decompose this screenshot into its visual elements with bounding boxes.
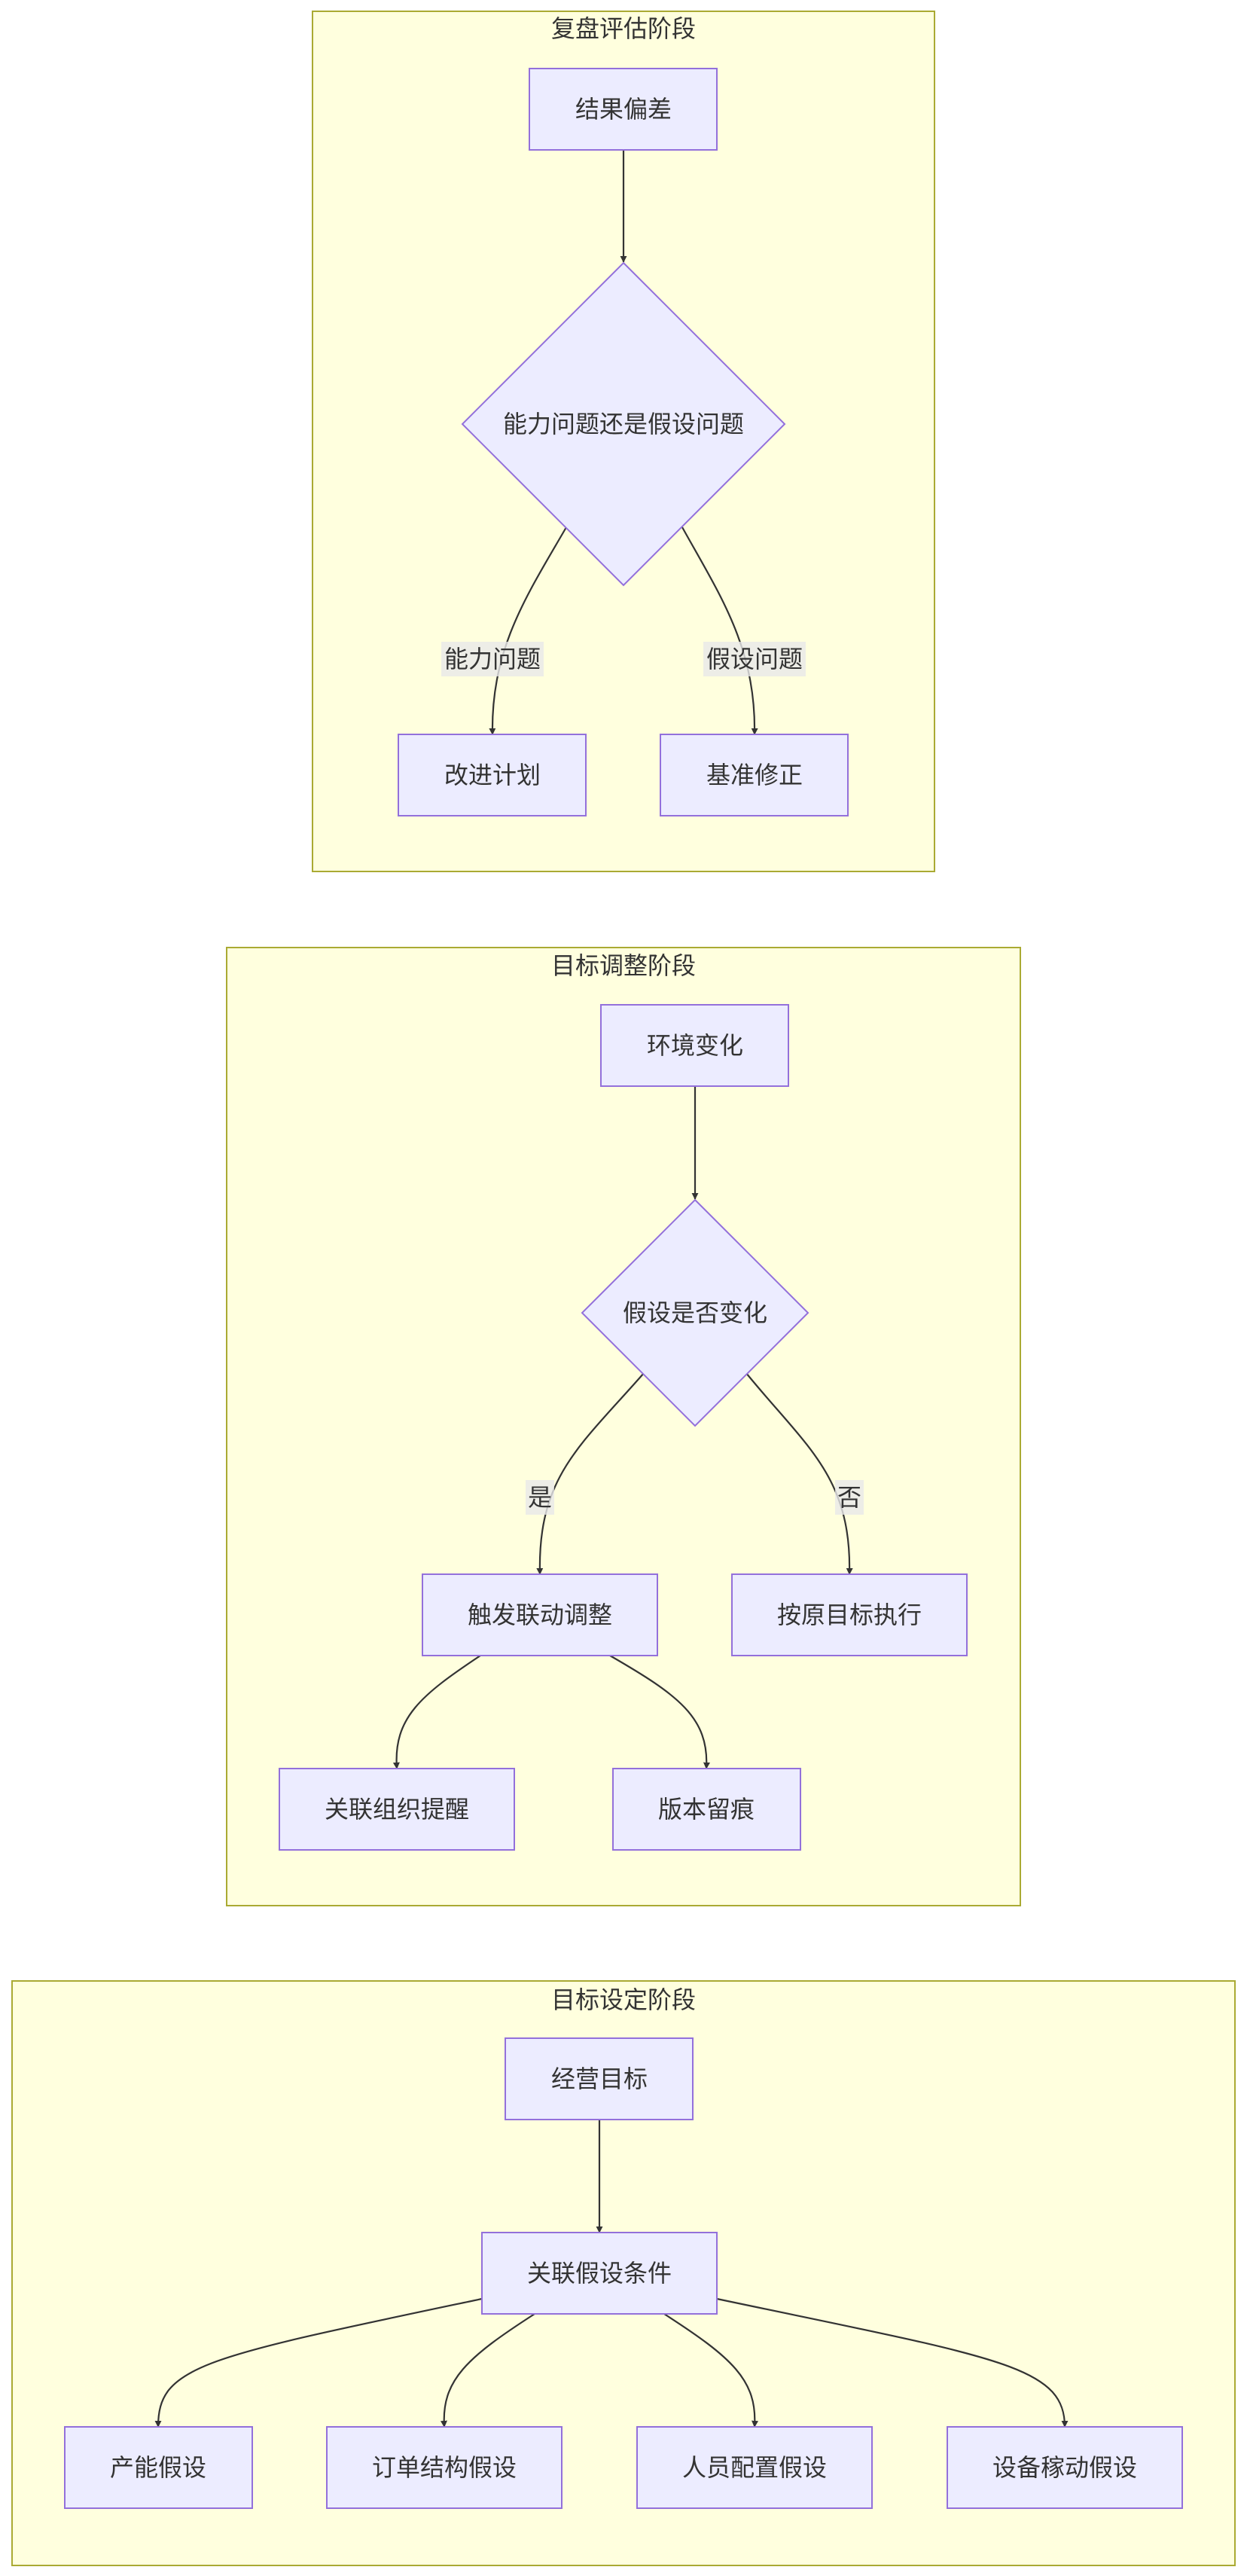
node-equipment-assumption: 设备稼动假设 [947, 2426, 1183, 2509]
edge-labels: 能力问题 假设问题 是 否 [441, 642, 864, 1515]
edge-trigger-to-notify [392, 1655, 481, 1769]
node-staffing-assumption: 人员配置假设 [636, 2426, 873, 2509]
node-baseline-correction: 基准修正 [660, 734, 849, 816]
node-label: 经营目标 [551, 2065, 648, 2093]
node-label: 产能假设 [110, 2453, 206, 2482]
node-label: 关联假设条件 [527, 2259, 672, 2288]
node-label: 触发联动调整 [468, 1601, 612, 1629]
node-improvement-plan: 改进计划 [398, 734, 587, 816]
cluster-review-title: 复盘评估阶段 [551, 14, 696, 43]
node-notify-related: 关联组织提醒 [279, 1768, 515, 1851]
node-label: 版本留痕 [658, 1795, 755, 1824]
node-capacity-assumption: 产能假设 [64, 2426, 253, 2509]
edge-decision-to-improvement [489, 526, 567, 735]
node-business-goal: 经营目标 [505, 2037, 694, 2120]
node-version-trace: 版本留痕 [612, 1768, 801, 1851]
node-label: 订单结构假设 [372, 2453, 517, 2482]
edge-label-no: 否 [837, 1483, 861, 1512]
edge-label-assumption-problem: 假设问题 [706, 645, 803, 673]
node-label: 关联组织提醒 [325, 1795, 469, 1824]
node-label: 按原目标执行 [777, 1601, 922, 1629]
edge-assumptions-to-staffing [663, 2313, 759, 2428]
edge-decision-to-trigger [536, 1372, 645, 1575]
edge-decision-to-execute [745, 1372, 853, 1575]
node-order-structure-assumption: 订单结构假设 [326, 2426, 563, 2509]
node-related-assumptions: 关联假设条件 [481, 2232, 718, 2315]
edge-assumptions-to-capacity [154, 2297, 483, 2428]
decision-assumption-changed: 假设是否变化 [581, 1198, 809, 1427]
node-env-change: 环境变化 [600, 1004, 789, 1087]
node-execute-original: 按原目标执行 [731, 1573, 968, 1656]
edge-label-ability-problem: 能力问题 [444, 645, 541, 673]
edge-assumptions-to-equipment [716, 2297, 1069, 2428]
node-label: 假设是否变化 [623, 1299, 767, 1327]
edge-trigger-to-version [609, 1655, 710, 1769]
edges [154, 151, 1069, 2428]
node-trigger-adjust: 触发联动调整 [422, 1573, 658, 1656]
node-label: 人员配置假设 [682, 2453, 827, 2482]
node-label: 结果偏差 [575, 95, 672, 124]
cluster-adjust-title: 目标调整阶段 [551, 951, 696, 980]
node-label: 基准修正 [706, 761, 803, 789]
node-result-deviation: 结果偏差 [529, 68, 718, 151]
edge-decision-to-baseline [681, 526, 758, 735]
edge-label-yes: 是 [528, 1483, 552, 1512]
cluster-setting-title: 目标设定阶段 [551, 1985, 696, 2014]
decision-ability-or-assumption: 能力问题还是假设问题 [461, 261, 786, 587]
node-label: 环境变化 [647, 1031, 743, 1060]
edge-assumptions-to-order [440, 2313, 535, 2428]
cluster-adjust-stage: 目标调整阶段 [226, 947, 1021, 1906]
node-label: 改进计划 [444, 761, 541, 789]
node-label: 设备稼动假设 [992, 2453, 1137, 2482]
node-label: 能力问题还是假设问题 [503, 410, 744, 438]
